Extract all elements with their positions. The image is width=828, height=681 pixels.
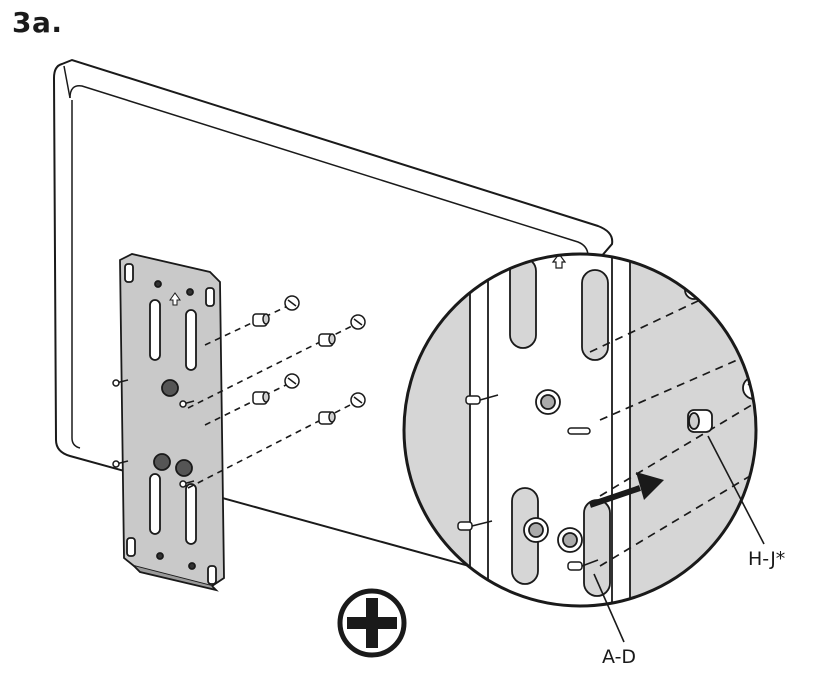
tv-holes <box>284 295 366 408</box>
arrow-right-icon <box>589 472 664 508</box>
callout-leaders <box>593 435 765 643</box>
step-number: 3a. <box>12 6 63 39</box>
spacers <box>252 313 336 425</box>
mounting-plate <box>119 253 225 592</box>
detail-magnifier <box>402 252 758 608</box>
left-screws <box>112 379 195 488</box>
phillips-screwdriver-icon <box>337 588 407 658</box>
callout-screws-ad: A-D <box>602 646 637 668</box>
callout-hardware-hj: H-J* <box>748 548 786 570</box>
